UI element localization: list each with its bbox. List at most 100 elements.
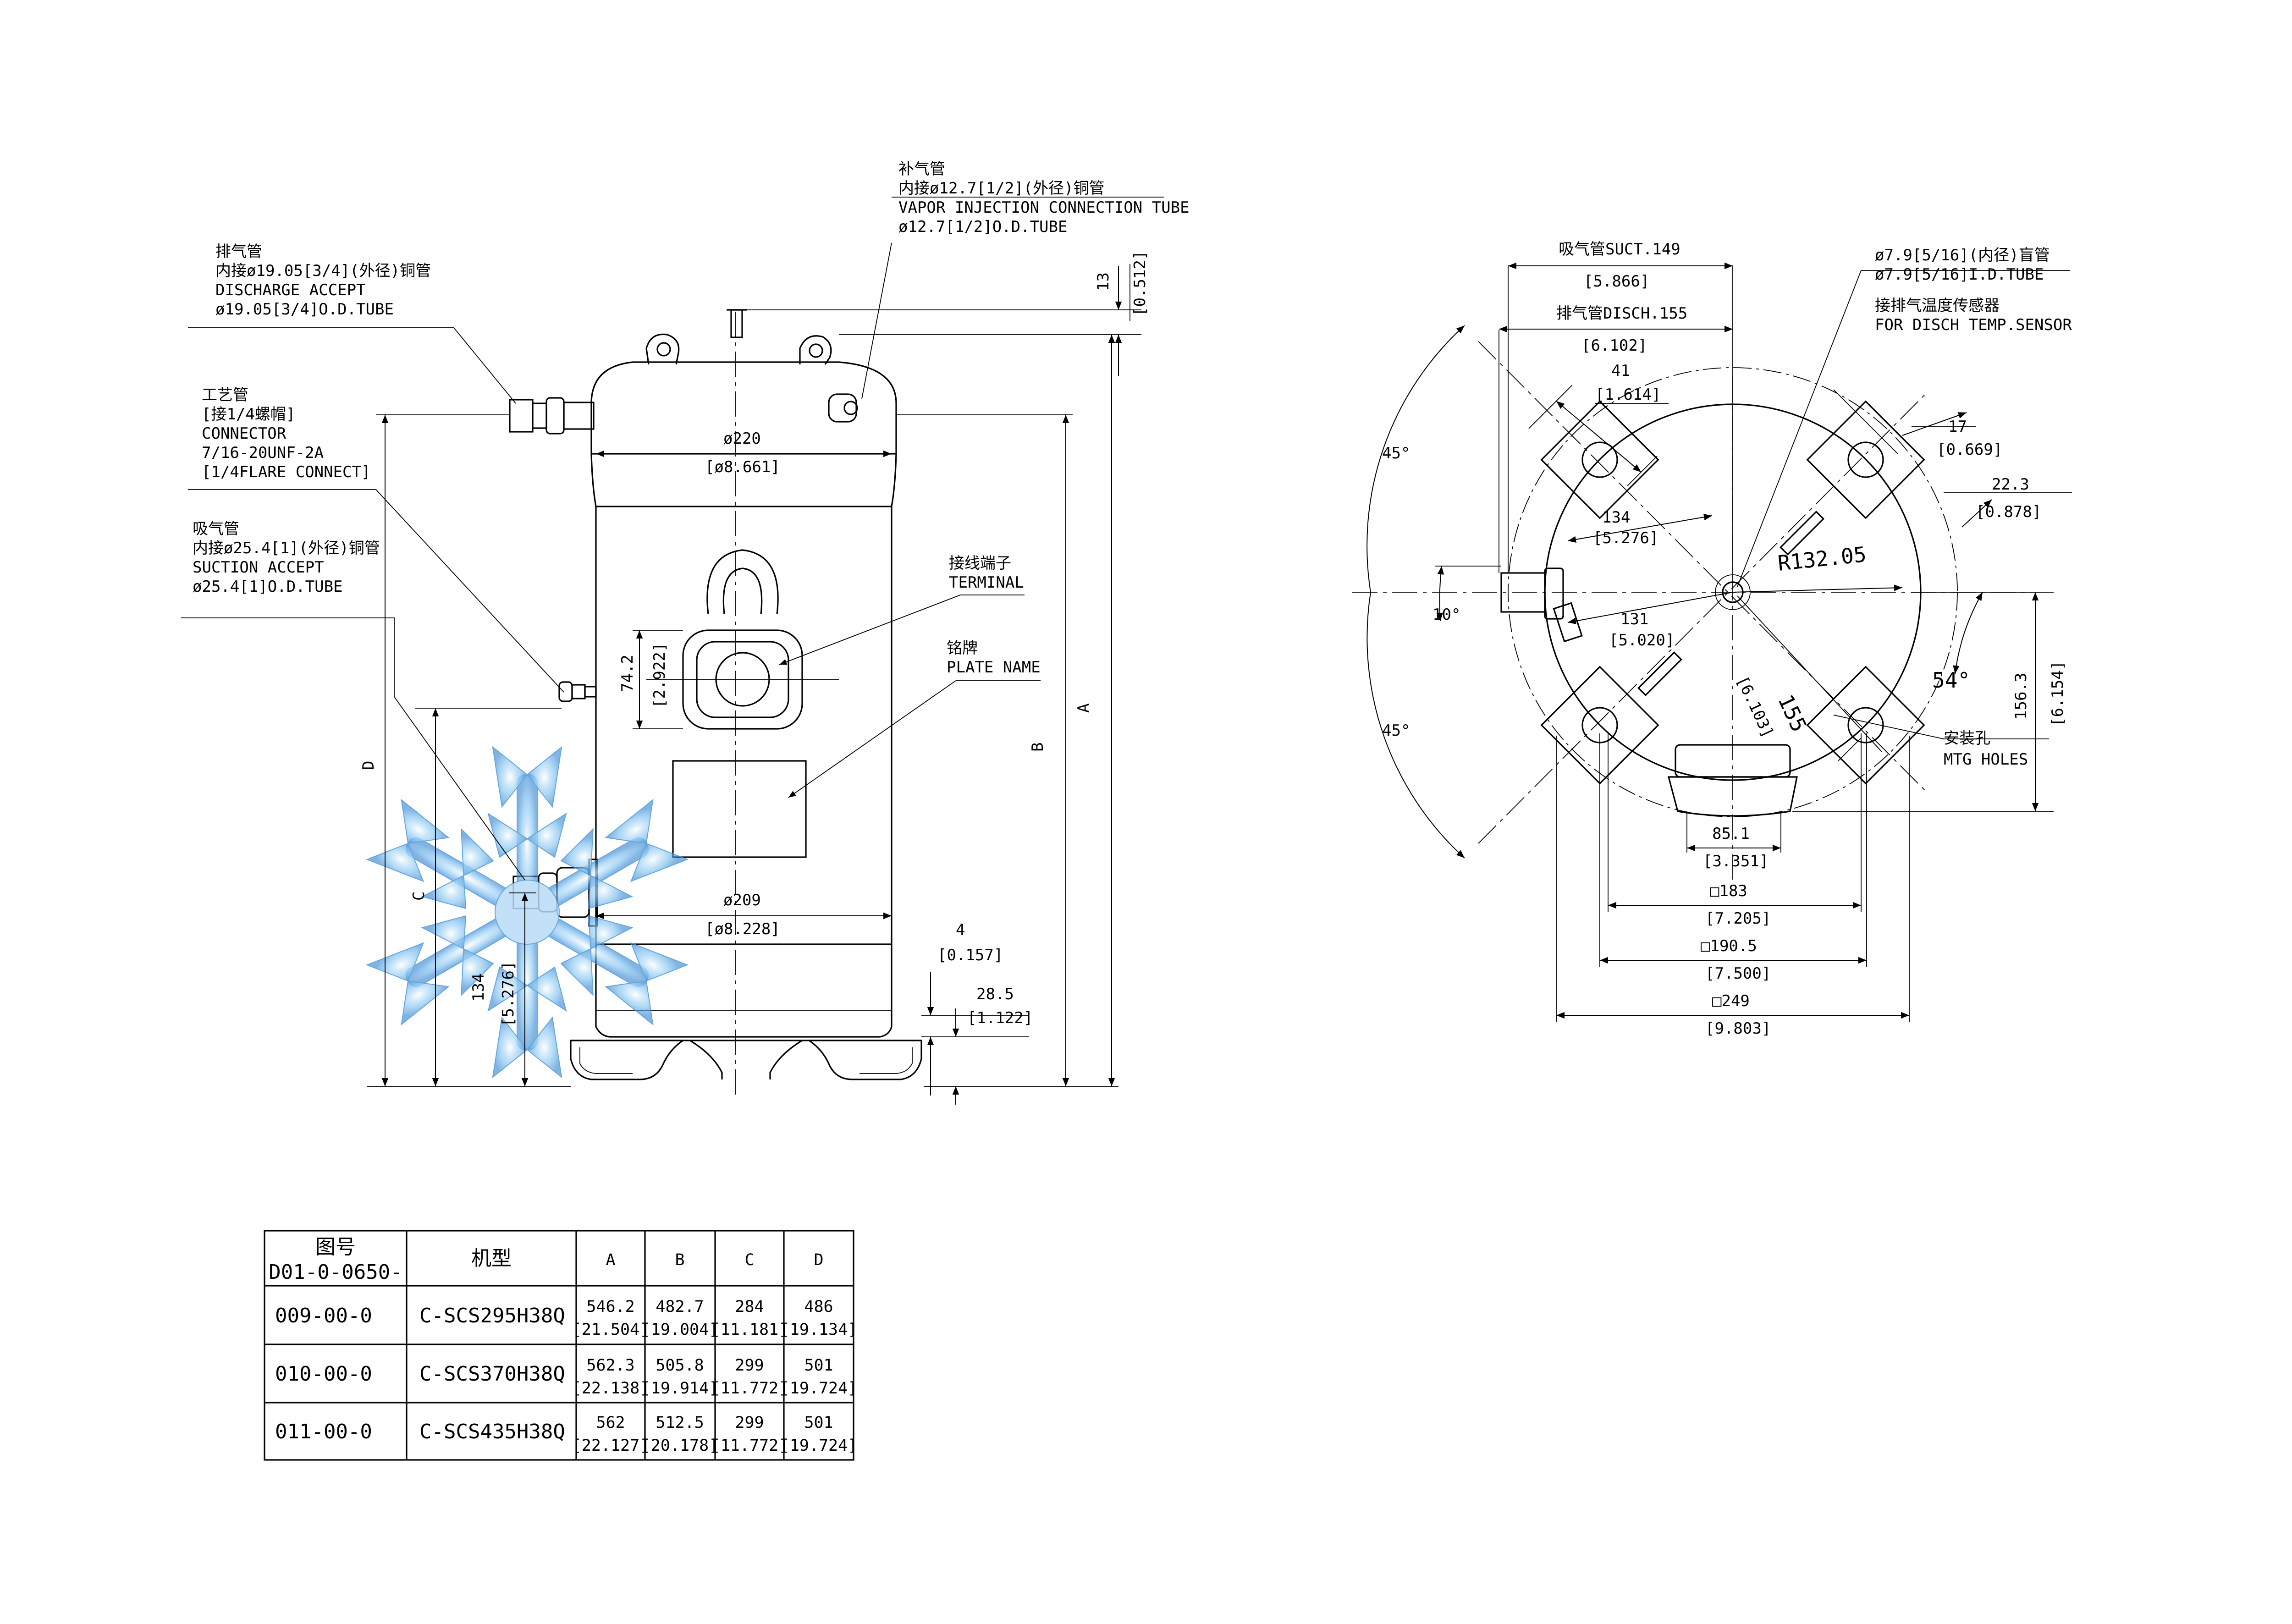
- model-table: 图号 D01-0-0650- 机型 A B C D 009-00-0 C-SCS…: [264, 1230, 857, 1461]
- mounting-pad-br: [1806, 666, 1925, 785]
- dim-134-top: 134: [1602, 508, 1630, 527]
- discharge-label-2: DISCHARGE ACCEPT: [215, 281, 366, 299]
- row-b: 512.5: [656, 1414, 704, 1432]
- dim-134: 134: [469, 974, 488, 1002]
- row-d: 486: [804, 1298, 833, 1316]
- dim-4-in: [0.157]: [937, 946, 1003, 964]
- vapor-injection-stub: [730, 309, 743, 338]
- dim-sq249-in: [9.803]: [1705, 1019, 1771, 1038]
- process-connector: [558, 681, 597, 702]
- dim-285-in: [1.122]: [967, 1009, 1033, 1027]
- top-view-labels: 吸气管SUCT.149 [5.866] 排气管DISCH.155 [6.102]…: [1382, 240, 2072, 1038]
- vapor-label-1: 内接ø12.7[1/2](外径)铜管: [898, 179, 1105, 198]
- row-c-in: [11.181]: [711, 1321, 788, 1339]
- discharge-label-3: ø19.05[3/4]O.D.TUBE: [215, 300, 394, 319]
- dim-a-label: A: [1074, 704, 1093, 713]
- dim-1563-in: [6.154]: [2049, 661, 2067, 727]
- dim-223-in: [0.878]: [1976, 503, 2041, 521]
- dim-sq183-in: [7.205]: [1705, 909, 1771, 928]
- row-d: 501: [804, 1356, 833, 1375]
- table-header-c: C: [744, 1251, 754, 1269]
- angle-10: 10°: [1432, 606, 1460, 624]
- row-c-in: [11.772]: [711, 1437, 788, 1455]
- table-row: 010-00-0 C-SCS370H38Q 562.3 [22.138] 505…: [275, 1356, 857, 1398]
- mtg-label-1: MTG HOLES: [1944, 750, 2028, 769]
- row-fig: 010-00-0: [275, 1362, 372, 1386]
- dim-b-label: B: [1029, 743, 1047, 752]
- vapor-label-2: VAPOR INJECTION CONNECTION TUBE: [898, 198, 1190, 217]
- plate-label-0: 铭牌: [947, 639, 978, 657]
- terminal-label-0: 接线端子: [949, 554, 1011, 573]
- foot-left: [570, 1040, 686, 1080]
- suct-label: 吸气管SUCT.149: [1559, 240, 1680, 259]
- terminal-label-1: TERMINAL: [949, 573, 1024, 592]
- sensor-tube: [1780, 511, 1824, 556]
- dim-d-label: D: [359, 761, 378, 770]
- dim-dia-bot: ø209: [723, 891, 761, 909]
- dim-742: 74.2: [618, 655, 637, 692]
- dim-134-in: [5.276]: [499, 961, 518, 1027]
- connector-label-2: CONNECTOR: [202, 424, 286, 443]
- foot-right: [806, 1040, 922, 1080]
- table-header-fig: 图号: [315, 1235, 356, 1259]
- dim-sq183: □183: [1710, 882, 1747, 900]
- dim-851: 85.1: [1712, 825, 1750, 843]
- row-a-in: [21.504]: [572, 1321, 650, 1339]
- row-b-in: [20.178]: [641, 1437, 719, 1455]
- dim-radius: R132.05: [1777, 542, 1868, 576]
- top-view: [1352, 262, 2072, 1022]
- angle-45-bottom: 45°: [1382, 721, 1410, 740]
- row-model: C-SCS435H38Q: [419, 1420, 565, 1443]
- discharge-tube: [509, 397, 595, 435]
- dim-13-in: [0.512]: [1131, 251, 1149, 316]
- side-view: [181, 197, 1164, 1105]
- row-a: 562: [596, 1414, 625, 1432]
- angle-54: 54°: [1932, 668, 1970, 693]
- mounting-pad-tr: [1806, 400, 1925, 519]
- upper-dome: [590, 361, 897, 454]
- row-a-in: [22.127]: [572, 1437, 650, 1455]
- row-a: 546.2: [586, 1298, 634, 1316]
- row-model: C-SCS295H38Q: [419, 1304, 565, 1327]
- connector-label-3: 7/16-20UNF-2A: [202, 444, 324, 462]
- snowflake-watermark: [364, 746, 690, 1078]
- disch-label: 排气管DISCH.155: [1556, 304, 1687, 323]
- dim-155-in: [6.103]: [1733, 673, 1777, 741]
- row-d: 501: [804, 1414, 833, 1432]
- vapor-label-0: 补气管: [898, 160, 945, 178]
- name-plate: [672, 760, 807, 858]
- dim-134-top-in: [5.276]: [1593, 529, 1658, 547]
- mtg-label-0: 安装孔: [1944, 729, 1990, 748]
- dim-131: 131: [1620, 610, 1648, 628]
- lifting-lug-right: [799, 335, 832, 365]
- row-c: 299: [735, 1356, 764, 1375]
- dim-851-in: [3.351]: [1703, 852, 1769, 870]
- dim-41: 41: [1611, 362, 1630, 380]
- table-header-d: D: [814, 1251, 823, 1269]
- dim-17: 17: [1948, 418, 1967, 436]
- suct-label-in: [5.866]: [1584, 272, 1649, 291]
- dim-17-in: [0.669]: [1937, 440, 2002, 459]
- dim-155: 155: [1773, 691, 1812, 736]
- dim-285: 28.5: [976, 985, 1014, 1003]
- terminal-box-top: [1667, 744, 1798, 817]
- suction-label-1: 内接ø25.4[1](外径)铜管: [193, 539, 380, 557]
- dim-dia-top: ø220: [723, 429, 761, 448]
- dim-dia-top-in: [ø8.661]: [705, 458, 780, 476]
- connector-label-4: [1/4FLARE CONNECT]: [202, 463, 370, 481]
- row-a: 562.3: [586, 1356, 634, 1375]
- mtg-holes-leader: [1833, 715, 2049, 739]
- suction-label-3: ø25.4[1]O.D.TUBE: [193, 578, 343, 596]
- terminal-box: [646, 549, 839, 730]
- suction-label-0: 吸气管: [193, 520, 239, 538]
- blind-tube-leader: [1737, 270, 2070, 587]
- discharge-leader: [188, 327, 516, 404]
- side-view-labels: 排气管 内接ø19.05[3/4](外径)铜管 DISCHARGE ACCEPT…: [193, 160, 1190, 1027]
- angle-45-top: 45°: [1382, 444, 1410, 462]
- table-header-b: B: [675, 1251, 684, 1269]
- vapor-label-3: ø12.7[1/2]O.D.TUBE: [898, 218, 1067, 236]
- connector-leader: [188, 489, 564, 693]
- lifting-lug-left: [645, 333, 680, 365]
- row-c: 284: [735, 1298, 764, 1316]
- discharge-label-0: 排气管: [215, 242, 262, 261]
